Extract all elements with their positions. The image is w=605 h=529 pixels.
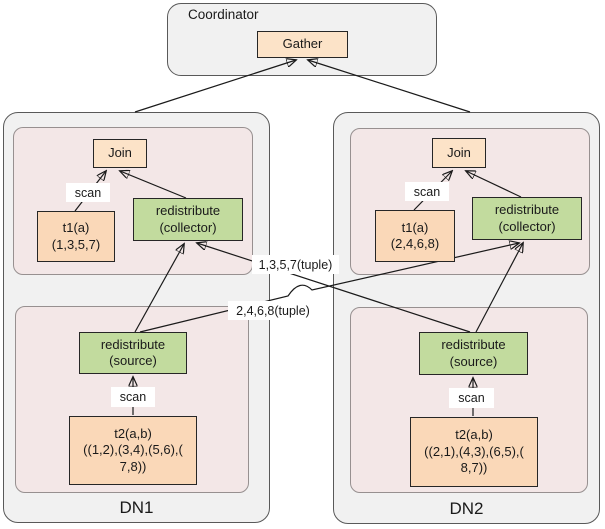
edge-source-dn2-to-collector-dn1 xyxy=(197,243,471,333)
edge-source-to-collector-dn1 xyxy=(134,244,184,333)
edge-source-dn1-to-collector-dn2 xyxy=(139,243,519,333)
dn1-t2-values-line1: ((1,2),(3,4),(5,6),( xyxy=(83,442,183,458)
tuple-label-to-dn1-text: 1,3,5,7(tuple) xyxy=(258,257,333,272)
dn1-scan-bottom-text: scan xyxy=(119,390,147,404)
dn1-collector-node: redistribute (collector) xyxy=(133,198,243,241)
dn1-source-node: redistribute (source) xyxy=(79,332,187,374)
dn1-t2-values-line2: 7,8)) xyxy=(119,458,147,474)
dn2-collector-node: redistribute (collector) xyxy=(472,197,582,240)
dn1-source-line1: redistribute xyxy=(100,336,166,352)
dn2-source-line1: redistribute xyxy=(441,337,506,352)
dn2-join-label: Join xyxy=(447,144,471,160)
dn1-scan-top-label: scan xyxy=(66,183,110,202)
dn1-join-node: Join xyxy=(93,139,147,168)
dn1-collector-line1: redistribute xyxy=(155,203,221,218)
dn2-scan-bottom-text: scan xyxy=(458,391,485,405)
edge-collector-to-join-dn2 xyxy=(466,171,522,198)
dn2-scan-top-label: scan xyxy=(405,182,449,201)
tuple-label-to-dn2-text: 2,4,6,8(tuple) xyxy=(236,303,310,318)
dn2-source-line2: (source) xyxy=(449,353,498,369)
gather-node: Gather xyxy=(257,31,348,58)
dn1-t1-name: t1(a) xyxy=(62,220,90,235)
gather-label: Gather xyxy=(282,36,323,52)
dn2-t2-values-line2: 8,7)) xyxy=(460,460,488,476)
tuple-label-to-dn2: 2,4,6,8(tuple) xyxy=(228,301,318,320)
dn1-title: DN1 xyxy=(119,498,154,517)
dn1-scan-bottom-label: scan xyxy=(111,387,155,407)
dn2-t2-node: t2(a,b) ((2,1),(4,3),(6,5),( 8,7)) xyxy=(410,417,538,487)
dn2-collector-line2: (collector) xyxy=(498,218,556,234)
edge-source-to-collector-dn2 xyxy=(475,243,523,333)
dn2-title: DN2 xyxy=(449,499,484,518)
dn1-collector-line2: (collector) xyxy=(159,219,217,235)
dn1-join-label: Join xyxy=(108,145,132,161)
dn2-collector-line1: redistribute xyxy=(494,202,560,217)
dn2-scan-bottom-label: scan xyxy=(449,388,494,408)
dn2-t2-name: t2(a,b) xyxy=(455,427,493,443)
dn2-t1-node: t1(a) (2,4,6,8) xyxy=(375,210,455,262)
dn2-join-node: Join xyxy=(432,138,486,168)
dn2-scan-top-text: scan xyxy=(413,184,441,199)
edge-dn1-to-gather xyxy=(134,60,296,113)
edge-dn2-to-gather xyxy=(308,60,471,113)
dn2-t2-values-line1: ((2,1),(4,3),(6,5),( xyxy=(424,443,524,459)
dn2-t1-name: t1(a) xyxy=(401,219,429,235)
dn1-t1-node: t1(a) (1,3,5,7) xyxy=(37,211,115,262)
dn1-scan-top-text: scan xyxy=(74,185,102,200)
tuple-label-to-dn1: 1,3,5,7(tuple) xyxy=(252,255,339,274)
dn2-source-node: redistribute (source) xyxy=(419,332,528,375)
dn1-t1-values: (1,3,5,7) xyxy=(51,236,101,252)
coordinator-title: Coordinator xyxy=(188,7,259,22)
edge-collector-to-join-dn1 xyxy=(120,171,187,199)
dn1-t2-name: t2(a,b) xyxy=(114,425,152,441)
dn1-source-line2: (source) xyxy=(109,353,157,368)
dn2-t1-values: (2,4,6,8) xyxy=(390,236,440,251)
dn1-t2-node: t2(a,b) ((1,2),(3,4),(5,6),( 7,8)) xyxy=(69,416,197,485)
